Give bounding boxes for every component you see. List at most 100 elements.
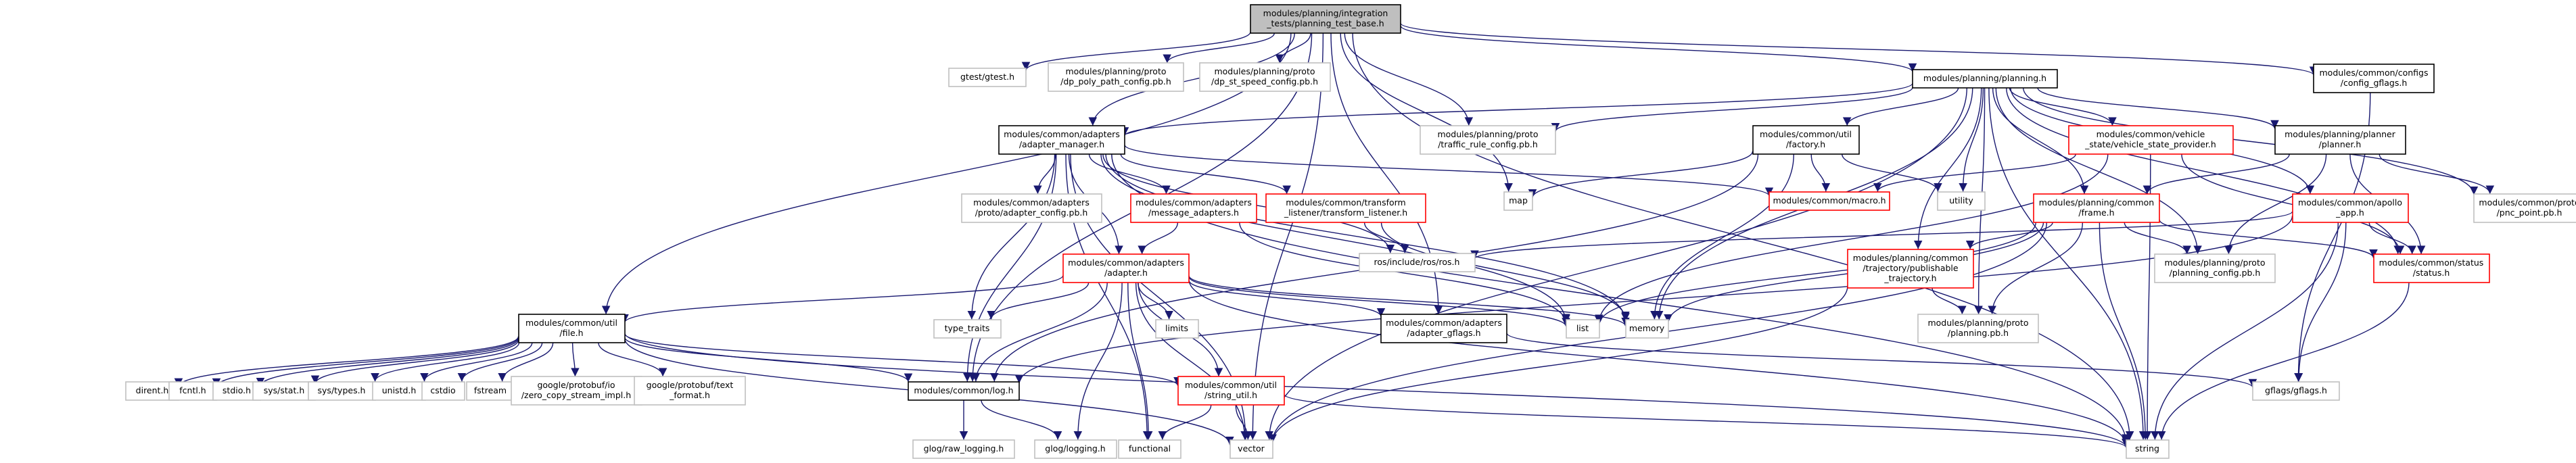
node-raw-logging[interactable]: glog/raw_logging.h [912,439,1015,459]
node-label-line: modules/planning/planner [2285,129,2396,139]
node-label-line: modules/common/status [2379,258,2484,268]
node-text-format[interactable]: google/protobuf/text_format.h [634,376,746,406]
edge-adapter-h-to-functional [1127,282,1153,440]
node-pnc-point[interactable]: modules/common/proto/pnc_point.pb.h [2473,193,2576,223]
node-dp-poly[interactable]: modules/planning/proto/dp_poly_path_conf… [1048,62,1184,92]
edge-planning-h-to-pnc-point [2022,87,2479,195]
node-map[interactable]: map [1503,191,1533,211]
node-apollo-app[interactable]: modules/common/apollo_app.h [2292,193,2409,223]
node-label-line: modules/common/adapters [1386,318,1502,328]
node-string[interactable]: string [2126,439,2170,459]
node-publishable[interactable]: modules/planning/common/trajectory/publi… [1847,249,1974,289]
edge-planning-h-to-utility [1959,87,1984,192]
node-root[interactable]: modules/planning/integration_tests/plann… [1250,4,1401,34]
node-label-line: /proto/adapter_config.pb.h [975,208,1088,218]
node-box [1625,319,1669,339]
edge-file-h-to-fstream [498,342,554,382]
node-adapter-config[interactable]: modules/common/adapters/proto/adapter_co… [961,193,1102,223]
node-planning-config[interactable]: modules/planning/proto/planning_config.p… [2154,253,2276,283]
node-gtest[interactable]: gtest/gtest.h [948,68,1027,87]
edge-factory-to-macro [1810,153,1831,192]
node-box [912,439,1015,459]
node-fcntl[interactable]: fcntl.h [168,381,217,401]
edge-message-adapters-to-list [1239,222,1570,324]
node-adapter-gflags[interactable]: modules/common/adapters/adapter_gflags.h [1380,314,1507,343]
node-label-line: modules/planning/common [1853,253,1968,263]
node-config-gflags[interactable]: modules/common/configs/config_gflags.h [2313,64,2435,93]
node-message-adapters[interactable]: modules/common/adapters/message_adapters… [1130,193,1257,223]
node-label-line: /zero_copy_stream_impl.h [521,390,631,400]
node-box [372,381,426,401]
node-label-line: sys/stat.h [264,385,305,395]
node-label-line: /adapter.h [1104,268,1148,278]
node-box [634,376,746,406]
node-unistd[interactable]: unistd.h [372,381,426,401]
node-box [2252,381,2340,401]
node-sys-types[interactable]: sys/types.h [308,381,376,401]
node-gflags[interactable]: gflags/gflags.h [2252,381,2340,401]
edge-vehicle-state-to-list [1595,153,2109,323]
node-vector[interactable]: vector [1230,439,1273,459]
edge-file-h-to-sys-types [371,342,520,382]
edge-adapter-manager-to-memory [1105,153,1630,322]
edge-file-h-to-stdio [256,338,519,387]
node-planning-h[interactable]: modules/planning/planning.h [1912,69,2058,89]
node-transform-listener[interactable]: modules/common/transform_listener/transf… [1265,193,1426,223]
node-label-line: glog/logging.h [1045,443,1105,454]
node-vehicle-state[interactable]: modules/common/vehicle_state/vehicle_sta… [2068,125,2234,155]
node-label-line: modules/common/adapters [1068,258,1184,268]
node-label-line: modules/common/apollo [2298,197,2402,208]
node-box [1034,439,1117,459]
node-memory[interactable]: memory [1625,319,1669,339]
node-dp-st[interactable]: modules/planning/proto/dp_st_speed_confi… [1199,62,1331,92]
node-frame[interactable]: modules/planning/common/frame.h [2033,193,2160,223]
node-label-line: gtest/gtest.h [960,72,1014,82]
node-status[interactable]: modules/common/status/status.h [2373,253,2490,283]
edge-status-to-string [2157,282,2410,440]
edge-adapter-gflags-to-gflags [1506,333,2257,388]
edge-root-to-traffic-rule [1344,32,1474,126]
node-planning-pb[interactable]: modules/planning/proto/planning.pb.h [1917,314,2039,343]
node-limits[interactable]: limits [1155,319,1199,339]
node-type-traits[interactable]: type_traits [933,319,1002,339]
node-macro[interactable]: modules/common/macro.h [1769,191,1890,211]
node-label-line: /adapter_manager.h [1019,139,1104,149]
node-traffic-rule[interactable]: modules/planning/proto/traffic_rule_conf… [1420,125,1556,155]
node-adapter-h[interactable]: modules/common/adapters/adapter.h [1062,253,1190,283]
edge-root-to-gtest [1021,31,1251,71]
node-zero-copy[interactable]: google/protobuf/io/zero_copy_stream_impl… [511,376,642,406]
edge-adapter-manager-to-macro [1124,144,1773,197]
node-label-line: _tests/planning_test_base.h [1266,18,1384,28]
node-label-line: modules/planning/integration [1263,8,1388,18]
node-label-line: /dp_st_speed_config.pb.h [1211,76,1318,87]
node-fstream[interactable]: fstream [466,381,515,401]
node-label-line: list [1576,323,1589,333]
edge-planner-to-pnc-point [2379,153,2495,195]
node-box [2473,193,2576,223]
node-ros[interactable]: ros/include/ros/ros.h [1359,253,1476,272]
node-string-util[interactable]: modules/common/util/string_util.h [1177,376,1285,406]
edge-file-h-to-text-format [598,342,668,377]
node-cstdio[interactable]: cstdio [421,381,465,401]
node-utility[interactable]: utility [1937,191,1986,211]
node-label-line: /config_gflags.h [2341,78,2408,88]
node-factory[interactable]: modules/common/util/factory.h [1752,125,1860,155]
node-box [1230,439,1273,459]
edge-factory-to-memory [1650,153,1794,320]
node-adapter-manager[interactable]: modules/common/adapters/adapter_manager.… [998,125,1125,155]
node-list[interactable]: list [1566,319,1600,339]
edge-adapter-h-to-type-traits [987,282,1090,320]
node-planner[interactable]: modules/planning/planner/planner.h [2274,125,2406,155]
node-glog-logging[interactable]: glog/logging.h [1034,439,1117,459]
node-box [948,68,1027,87]
edge-root-to-string [1352,32,2134,440]
node-label-line: google/protobuf/text [647,380,734,390]
edge-adapter-manager-to-message-adapters [1088,153,1171,195]
node-file-h[interactable]: modules/common/util/file.h [518,314,626,343]
node-log-h[interactable]: modules/common/log.h [908,381,1020,401]
node-sys-stat[interactable]: sys/stat.h [252,381,316,401]
node-label-line: modules/planning/proto [1214,66,1315,76]
node-box [511,376,642,406]
node-functional[interactable]: functional [1118,439,1181,459]
node-box [1380,314,1507,343]
